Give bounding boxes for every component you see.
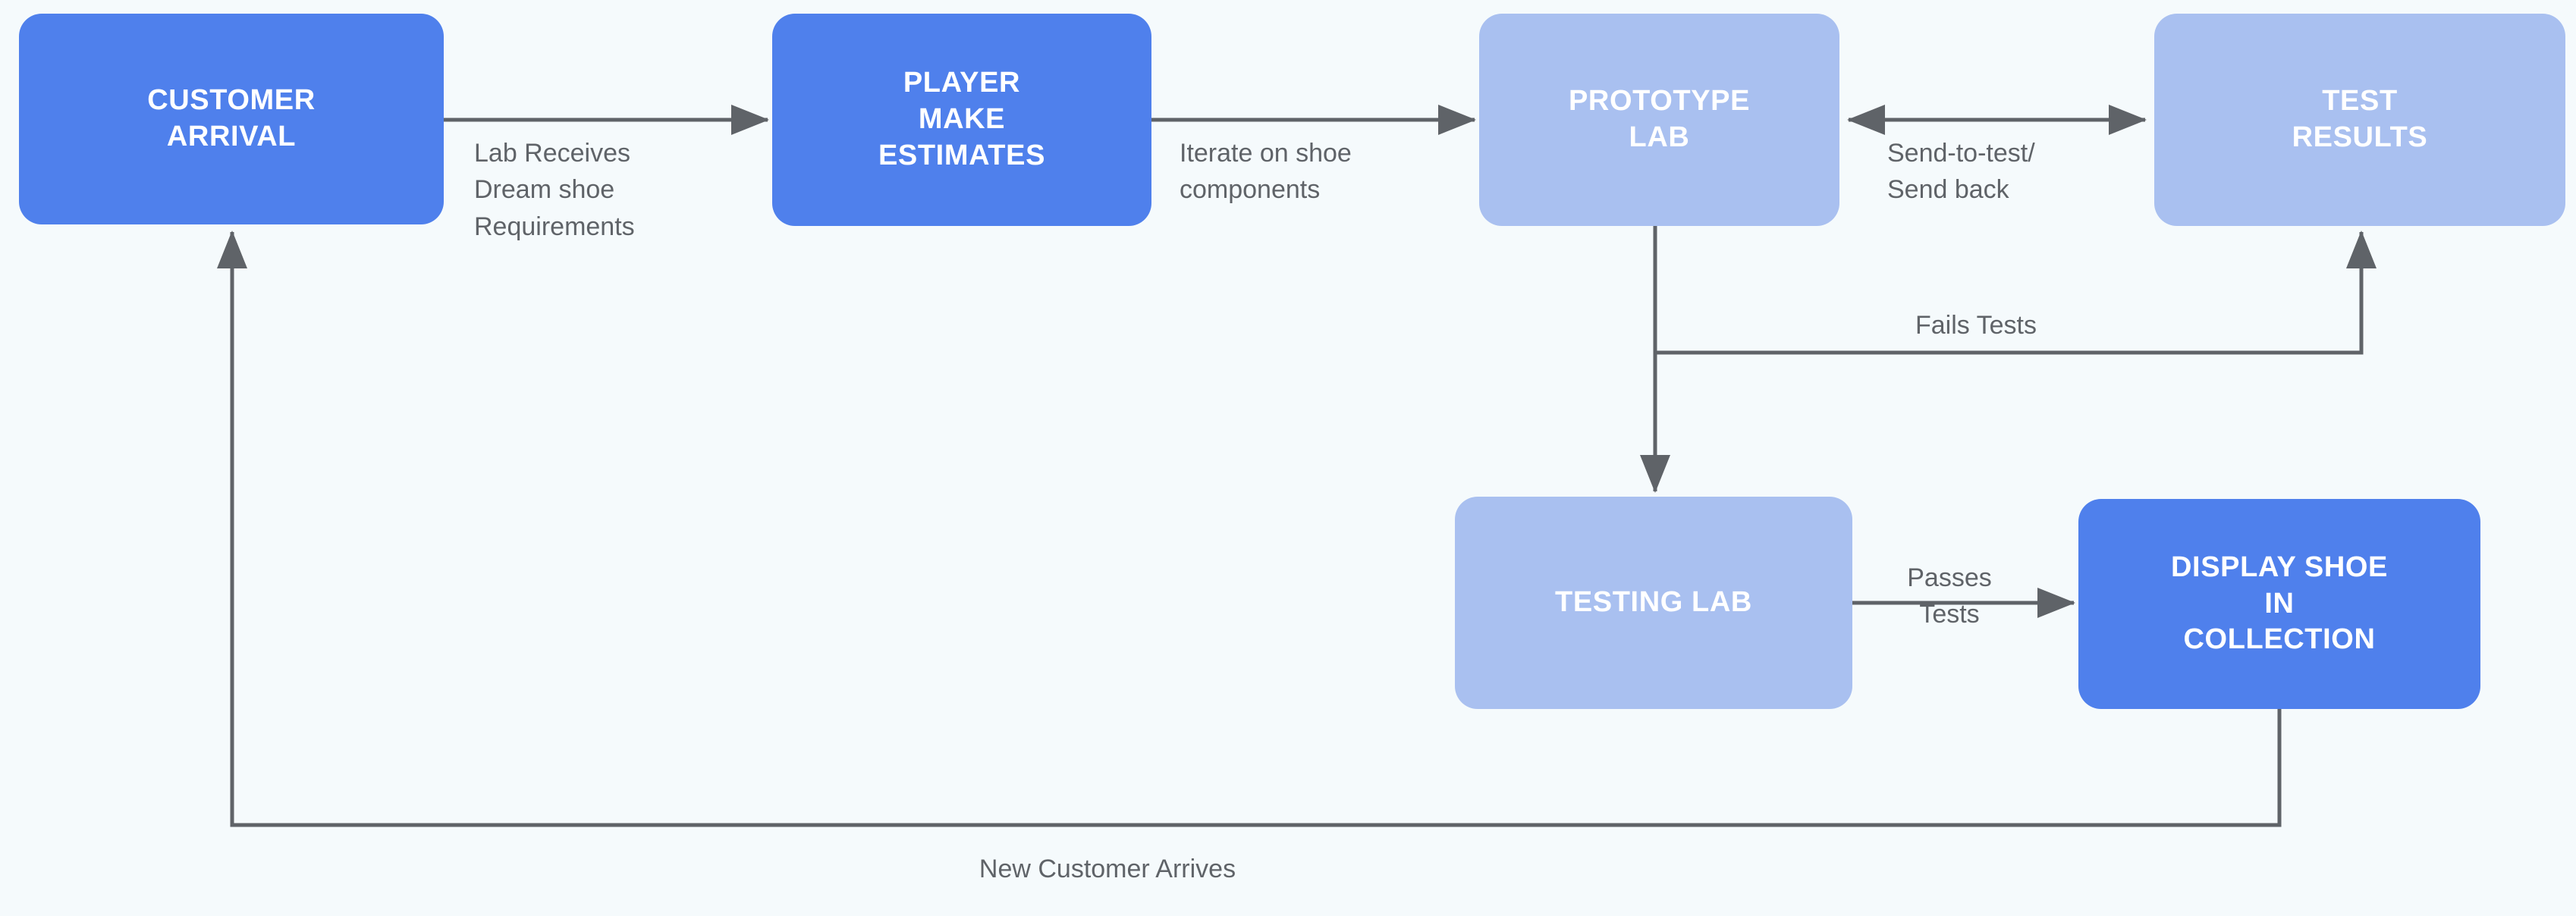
node-testing-lab[interactable]: TESTING LAB (1455, 497, 1852, 709)
edge-label-passes-tests: Passes Tests (1907, 563, 1992, 629)
node-label: CUSTOMER ARRIVAL (147, 84, 316, 152)
node-label: DISPLAY SHOE IN COLLECTION (2171, 551, 2388, 656)
node-label: TEST RESULTS (2292, 85, 2428, 153)
edge-label-new-customer-arrives: New Customer Arrives (979, 855, 1236, 883)
node-player-estimates[interactable]: PLAYER MAKE ESTIMATES (772, 14, 1151, 226)
node-label: PLAYER MAKE ESTIMATES (878, 67, 1046, 171)
edge-label-fails-tests: Fails Tests (1915, 311, 2037, 340)
node-label: TESTING LAB (1555, 586, 1752, 619)
edge-label-iterate-components: Iterate on shoe components (1180, 139, 1352, 205)
node-test-results[interactable]: TEST RESULTS (2154, 14, 2565, 226)
node-display-shoe[interactable]: DISPLAY SHOE IN COLLECTION (2078, 499, 2480, 709)
node-label: PROTOTYPE LAB (1568, 85, 1751, 153)
edge-label-lab-receives: Lab Receives Dream shoe Requirements (474, 139, 635, 241)
node-prototype-lab[interactable]: PROTOTYPE LAB (1479, 14, 1839, 226)
edge-label-send-to-test: Send-to-test/ Send back (1887, 139, 2035, 205)
node-customer-arrival[interactable]: CUSTOMER ARRIVAL (19, 14, 444, 224)
